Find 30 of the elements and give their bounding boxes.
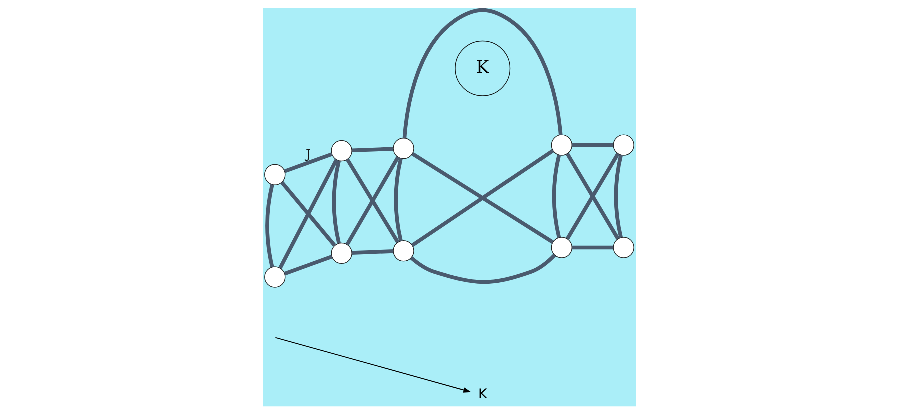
connector [278,159,338,270]
node-circle [331,140,352,162]
node-circle: K [455,40,511,96]
node-circle [551,237,573,258]
node-circle [551,134,573,156]
node-circle [393,240,414,262]
node-circle [264,266,286,288]
edge-label: J [306,148,311,162]
arrow [275,337,472,393]
connector [566,153,620,240]
connector [284,152,333,174]
connector [402,8,563,138]
connector [410,254,556,284]
connector [394,158,403,242]
connector [284,255,333,276]
node-circle [393,138,414,160]
node-circle [613,237,634,258]
connector [572,143,614,148]
connector [572,246,614,250]
connector [552,154,562,238]
connector [280,181,336,247]
connector [352,147,394,153]
connector [332,160,341,244]
node-circle [264,164,286,186]
node-circle [613,134,634,156]
connector [266,184,274,268]
connector [352,250,394,255]
connector [614,154,624,238]
node-text: K [478,388,488,403]
node-circle [331,242,352,264]
